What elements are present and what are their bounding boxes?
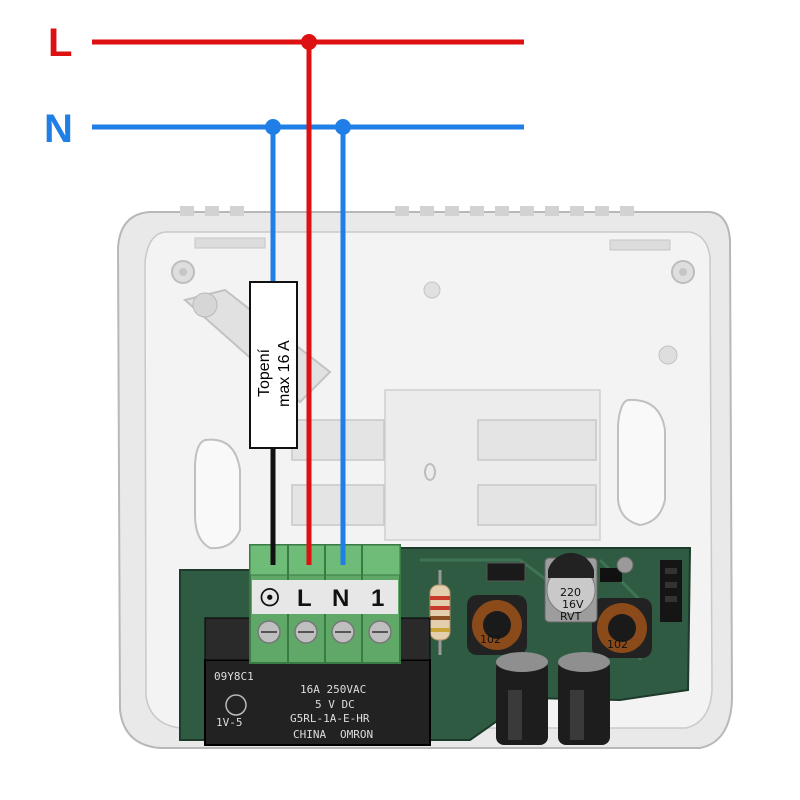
relay-cert-icon xyxy=(225,694,247,716)
inductor-right: 102 xyxy=(592,598,652,658)
inductor-left: 102 xyxy=(467,595,527,655)
diode xyxy=(486,562,526,582)
terminal-label-1: 1 xyxy=(371,585,384,612)
relay-rating: 16A 250VAC xyxy=(300,683,366,696)
resistor xyxy=(429,570,451,655)
smd-component xyxy=(600,568,622,582)
capacitor-value: 220 xyxy=(560,586,581,599)
vent-slots xyxy=(180,206,634,216)
load-rating: max 16 A xyxy=(276,340,293,407)
relay-origin: CHINA xyxy=(293,728,326,741)
electrolytic-capacitors xyxy=(496,652,610,745)
capacitor-series: RVT xyxy=(560,610,582,623)
smd-capacitor: 220 16V RVT xyxy=(544,552,598,623)
wiring xyxy=(92,34,524,565)
relay-code: 1V-5 xyxy=(216,716,243,729)
terminal-label-ground: ☉ xyxy=(259,585,281,612)
terminal-label-n: N xyxy=(332,585,349,612)
relay-coil: 5 V DC xyxy=(315,698,355,711)
neutral-junction-load xyxy=(265,119,281,135)
heating-load: Topení max 16 A xyxy=(249,281,298,449)
terminal-label-l: L xyxy=(297,585,312,612)
inductor-left-label: 102 xyxy=(480,633,501,646)
capacitor-voltage: 16V xyxy=(562,598,584,611)
neutral-junction-terminal xyxy=(335,119,351,135)
relay-top-code: 09Y8C1 xyxy=(214,670,254,683)
line-label: L xyxy=(48,21,72,65)
relay-brand: OMRON xyxy=(340,728,373,741)
line-junction xyxy=(301,34,317,50)
load-label: Topení xyxy=(256,348,273,397)
pin-header xyxy=(660,560,682,622)
terminal-screws xyxy=(257,620,392,644)
neutral-label: N xyxy=(44,107,73,151)
relay-model: G5RL-1A-E-HR xyxy=(290,712,370,725)
inductor-right-label: 102 xyxy=(607,638,628,651)
